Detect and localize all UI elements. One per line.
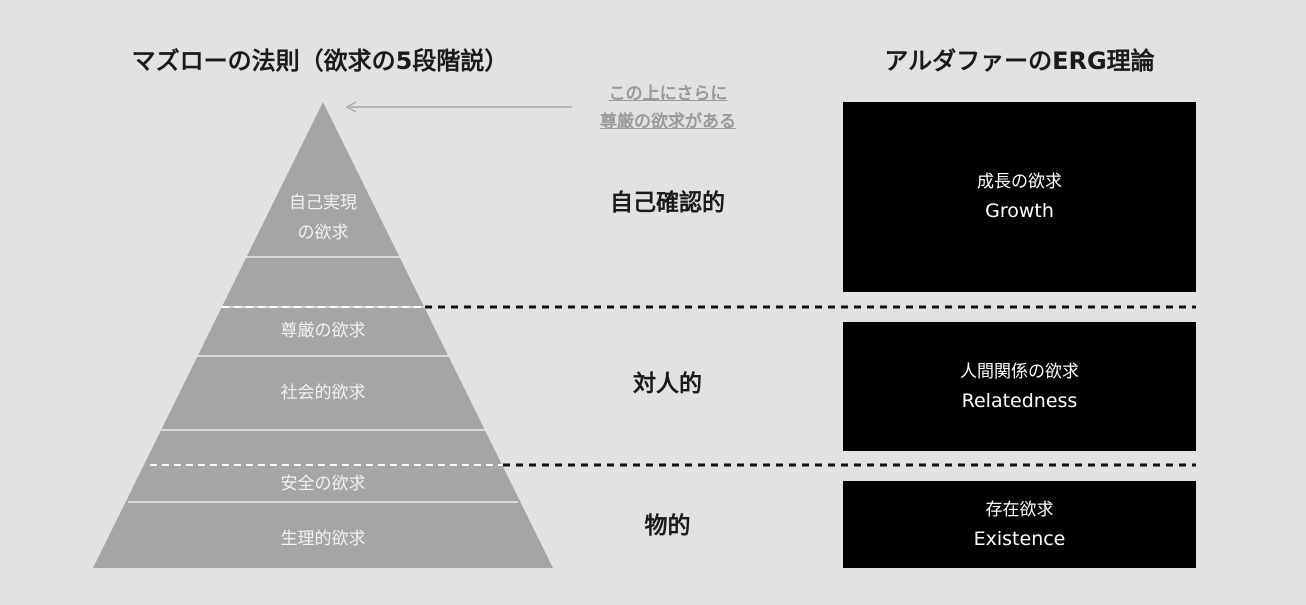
category-interpersonal: 対人的 — [633, 371, 702, 397]
note-arrow-head — [345, 101, 357, 113]
self-actualization-line2: の欲求 — [297, 223, 349, 243]
category-self-confirming: 自己確認的 — [610, 190, 725, 216]
existence-jp-label: 存在欲求 — [985, 499, 1054, 520]
maslow-title: マズローの法則（欲求の5段階説） — [131, 47, 509, 75]
esteem-note-line1: この上にさらに — [608, 84, 728, 104]
pyramid-esteem: 尊厳の欲求 — [280, 321, 366, 341]
relatedness-jp-label: 人間関係の欲求 — [960, 361, 1079, 382]
category-physical: 物的 — [644, 513, 691, 539]
pyramid-self-actualization: 自己実現 の欲求 — [273, 188, 373, 248]
relatedness-en-label: Relatedness — [961, 389, 1078, 412]
erg-title: アルダファーのERG理論 — [884, 47, 1155, 75]
pyramid-safety: 安全の欲求 — [280, 474, 366, 494]
erg-relatedness-box: 人間関係の欲求 Relatedness — [843, 322, 1196, 451]
esteem-note: この上にさらに 尊厳の欲求がある — [578, 80, 758, 136]
growth-en-label: Growth — [985, 200, 1054, 222]
erg-existence-box: 存在欲求 Existence — [843, 481, 1196, 568]
esteem-note-line2: 尊厳の欲求がある — [600, 112, 736, 132]
existence-en-label: Existence — [973, 527, 1066, 550]
self-actualization-line1: 自己実現 — [289, 193, 357, 213]
maslow-pyramid — [93, 102, 553, 568]
growth-jp-label: 成長の欲求 — [977, 172, 1062, 192]
pyramid-physiological: 生理的欲求 — [280, 529, 366, 549]
erg-growth-box: 成長の欲求 Growth — [843, 102, 1196, 292]
pyramid-social: 社会的欲求 — [280, 383, 366, 403]
